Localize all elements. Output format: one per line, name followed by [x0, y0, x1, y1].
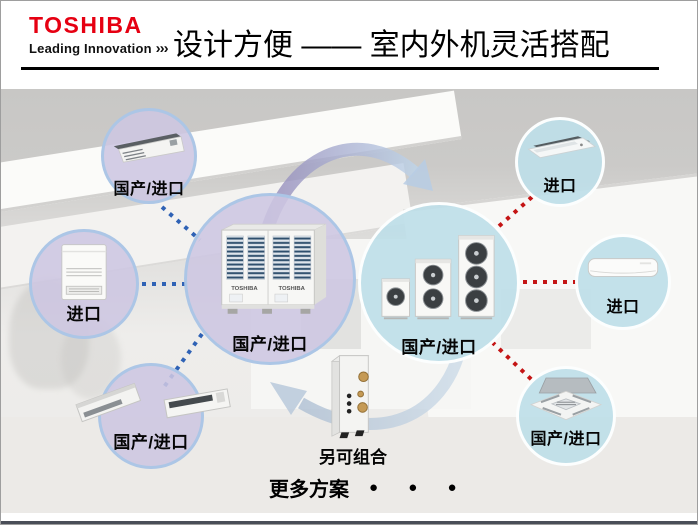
- slide-title: 设计方便 —— 室内外机灵活搭配: [173, 29, 610, 62]
- more-solutions-label: 更多方案: [269, 479, 349, 501]
- floor-console-unit-icon: [61, 244, 107, 301]
- bubble-label: 国产/进口: [232, 335, 308, 354]
- bubble-label: 国产/进口: [113, 181, 185, 198]
- bubble-label: 进口: [543, 178, 577, 195]
- bubble-label: 进口: [606, 299, 640, 316]
- bubble-label: 国产/进口: [530, 431, 602, 448]
- header-divider: [21, 67, 659, 70]
- unit-brand-text: TOSHIBA: [231, 286, 258, 292]
- brand-tagline: Leading Innovation ›››: [29, 40, 169, 57]
- toshiba-logo: TOSHIBA Leading Innovation ›››: [29, 12, 169, 58]
- bubble-duct-top-left: 国产/进口: [101, 108, 197, 204]
- bottom-white-strip: [1, 514, 697, 521]
- bubble-label: 国产/进口: [113, 433, 189, 452]
- bubble-label: 进口: [66, 305, 102, 324]
- bubble-outdoor-modular: 国产/进口: [358, 202, 520, 364]
- unit-brand-text: TOSHIBA: [278, 286, 305, 292]
- bubble-ceiling-top-right: 进口: [515, 117, 605, 207]
- combine-label: 另可组合: [319, 448, 387, 467]
- tagline-text: Leading Innovation: [29, 41, 152, 56]
- one-way-cassette-unit-icon: [527, 136, 597, 159]
- branch-box-unit-icon: [330, 354, 370, 439]
- cycle-arrow-bottom: [270, 348, 466, 430]
- bubble-cassette-bottom-right: 国产/进口: [516, 366, 616, 466]
- vrf-outdoor-units-icon: TOSHIBA TOSHIBA: [221, 223, 327, 314]
- duct-indoor-unit-icon: [113, 133, 185, 163]
- chevrons-icon: ›››: [155, 40, 169, 57]
- bubble-console-left: 进口: [29, 229, 139, 339]
- dotted-lines-blue: [142, 205, 204, 389]
- brand-wordmark: TOSHIBA: [29, 12, 143, 38]
- bubble-outdoor-vrf: TOSHIBA TOSHIBA 国产/进口: [184, 193, 356, 365]
- four-way-cassette-unit-icon: [529, 377, 603, 421]
- bottom-dark-bar: [1, 521, 697, 524]
- slide-header: TOSHIBA Leading Innovation ››› 设计方便 —— 室…: [1, 1, 697, 89]
- dotted-lines-red: [490, 195, 577, 383]
- bubble-ducts-bottom-left: 国产/进口: [75, 363, 231, 469]
- bubble-wall-right: 进口: [575, 234, 671, 330]
- slim-duct-units-icon: [75, 382, 231, 423]
- wall-mounted-unit-icon: [587, 258, 659, 277]
- bubble-label: 国产/进口: [401, 338, 477, 357]
- mini-vrf-outdoor-units-icon: [381, 235, 495, 320]
- ellipsis-dots-icon: ● ● ●: [369, 479, 459, 496]
- more-solutions-row: 更多方案 ● ● ●: [269, 473, 459, 502]
